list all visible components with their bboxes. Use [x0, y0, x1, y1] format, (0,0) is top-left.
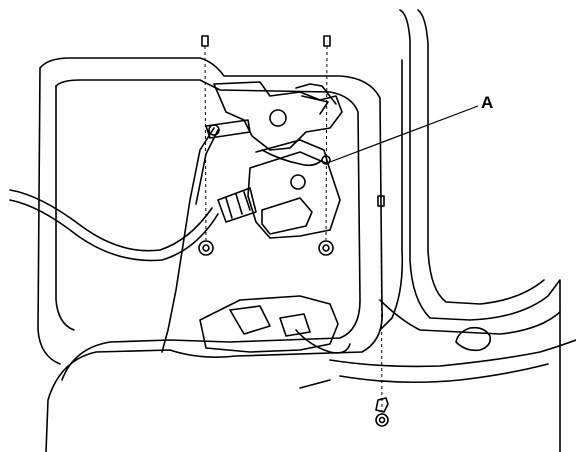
mounting-bolt-right-inner: [322, 244, 330, 252]
callout-a-leader: [329, 105, 479, 163]
door-frame-pillar: [399, 9, 561, 452]
mounting-bolt-right: [318, 240, 334, 256]
lower-latch-handle: [295, 329, 351, 354]
panel-clip-hole: [375, 413, 389, 427]
panel-clip: [375, 397, 389, 413]
door-panel-inner-edge: [55, 79, 361, 381]
actuator-gear: [290, 174, 306, 190]
stud-top-left: [201, 35, 209, 47]
stud-top-right: [323, 35, 331, 47]
door-panel-left-edge: [37, 67, 61, 365]
door-opening-inner: [55, 85, 75, 331]
latch-pivot: [208, 124, 220, 136]
door-frame-sill-inner: [339, 363, 549, 384]
alignment-line-left: [204, 45, 207, 241]
alignment-line-pillar: [380, 205, 383, 413]
actuator-connector-ribs: [225, 191, 251, 219]
latch-lever: [205, 119, 251, 139]
mounting-bolt-left-inner: [202, 244, 210, 252]
actuator-cable-lower: [9, 199, 219, 262]
callout-label-a: A: [481, 93, 494, 112]
door-frame-pillar-inner: [417, 9, 545, 305]
door-frame-notch: [455, 326, 492, 352]
pillar-rod: [379, 59, 404, 331]
actuator-wiring: [261, 149, 323, 167]
latch-arm-detail: [301, 95, 329, 115]
latch-bracket: [213, 81, 343, 151]
latch-arm: [295, 83, 337, 105]
door-frame-lower-curve: [379, 299, 561, 335]
actuator-cable-upper: [9, 189, 213, 252]
lower-latch: [199, 295, 339, 353]
lock-rod: [161, 127, 215, 353]
lock-rod-parallel: [195, 129, 219, 205]
door-frame-bottom-line: [299, 379, 331, 389]
lower-latch-detail: [229, 305, 311, 337]
stud-pillar: [377, 195, 385, 207]
actuator-body: [247, 151, 341, 239]
mounting-bolt-left: [198, 240, 214, 256]
panel-clip-hole-inner: [378, 416, 386, 424]
door-panel-outline: [39, 57, 383, 452]
alignment-line-right: [325, 45, 328, 241]
actuator-housing-top: [255, 139, 329, 165]
latch-pivot-2: [269, 109, 287, 127]
actuator-cover: [261, 197, 313, 235]
actuator-connector: [217, 187, 257, 223]
door-frame-sill: [329, 339, 576, 368]
